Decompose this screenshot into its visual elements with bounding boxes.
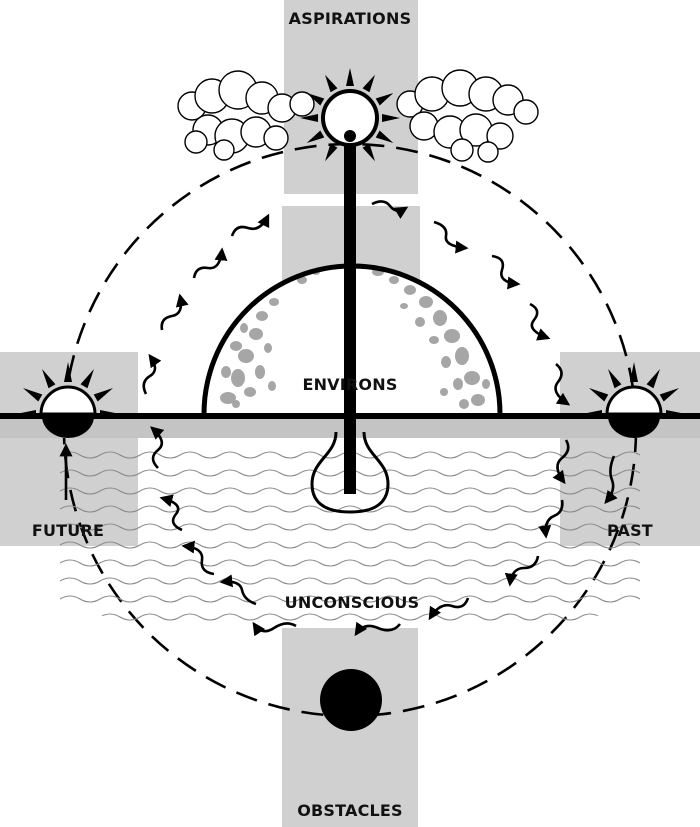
unconscious-label: UNCONSCIOUS xyxy=(285,593,420,612)
flow-arrow xyxy=(529,302,551,341)
past-label: PAST xyxy=(607,521,653,540)
pole xyxy=(344,132,356,494)
environs-label: ENVIRONS xyxy=(302,375,397,394)
rising-sun-icon xyxy=(16,362,120,438)
flow-arrow xyxy=(252,621,297,637)
flow-arrow xyxy=(142,353,162,395)
flow-arrow xyxy=(181,540,215,576)
obstacles-label: OBSTACLES xyxy=(297,801,403,820)
future-label: FUTURE xyxy=(32,521,104,540)
flow-arrow xyxy=(504,555,540,587)
flow-arrow xyxy=(159,494,183,532)
flow-arrow xyxy=(428,597,470,621)
axis-pole xyxy=(310,132,390,514)
cycle-arrows xyxy=(59,200,618,637)
flow-arrow xyxy=(192,247,228,279)
right-band xyxy=(560,352,700,546)
flow-arrow xyxy=(371,200,409,219)
cloud-icon xyxy=(177,69,539,163)
aspirations-label: ASPIRATIONS xyxy=(289,9,412,28)
flow-arrow xyxy=(491,254,521,290)
flow-arrow xyxy=(150,426,165,469)
setting-sun-icon xyxy=(582,362,686,438)
sun-icon xyxy=(300,68,400,168)
flow-arrow xyxy=(160,293,189,331)
black-sun-icon xyxy=(320,669,382,731)
root-loop xyxy=(310,431,390,514)
flow-arrow xyxy=(433,220,469,254)
flow-arrow xyxy=(552,439,570,485)
flow-arrow xyxy=(538,499,564,539)
flow-arrow xyxy=(219,574,257,606)
flow-arrow xyxy=(354,621,402,637)
flow-arrow xyxy=(604,455,618,504)
flow-arrow xyxy=(230,213,270,237)
flow-arrow xyxy=(554,362,571,406)
labels: ASPIRATIONS ENVIRONS FUTURE PAST UNCONSC… xyxy=(32,9,653,820)
